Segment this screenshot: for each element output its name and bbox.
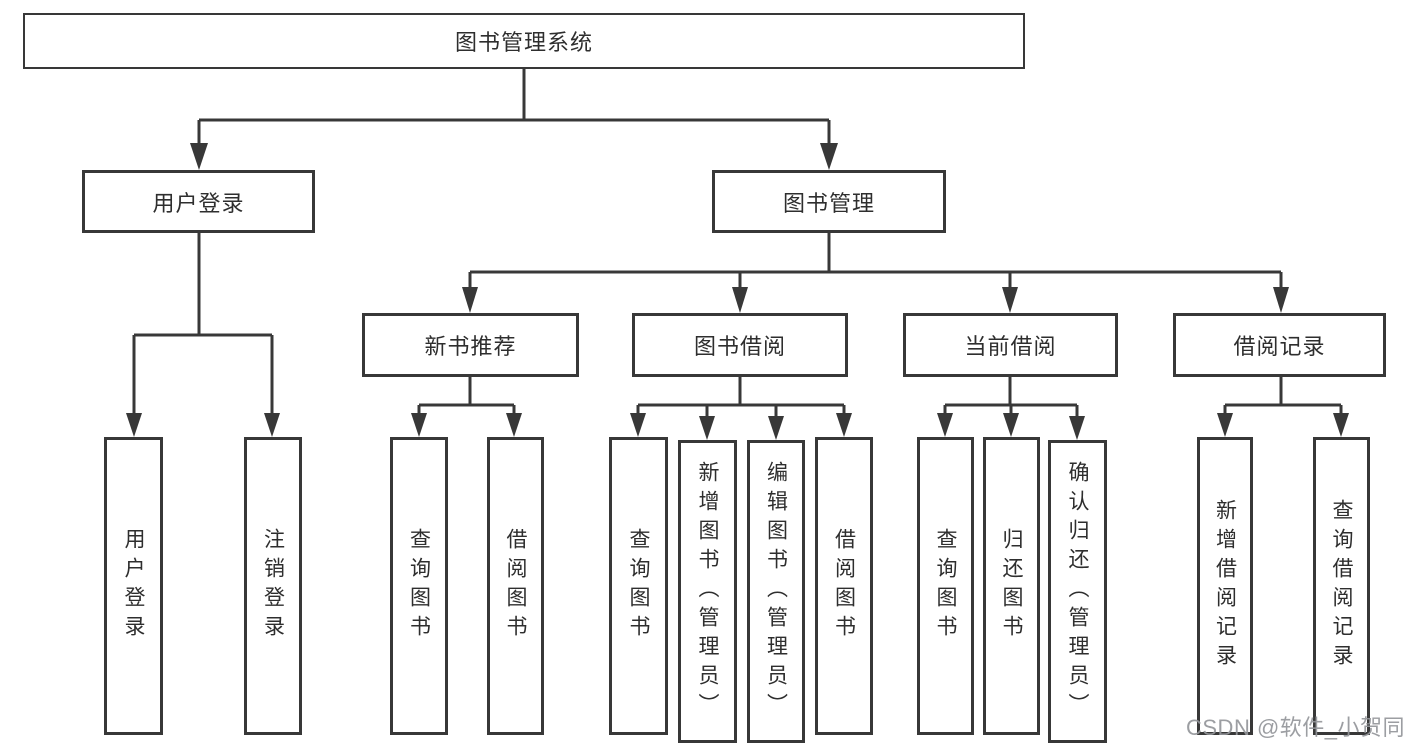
node-label: 借阅图书 <box>832 528 856 644</box>
node-label: 用户登录 <box>122 528 145 644</box>
node-label: 新增借阅记录 <box>1213 499 1237 673</box>
node-library-management-system: 图书管理系统 <box>23 13 1025 69</box>
node-borrowing-records: 借阅记录 <box>1173 313 1386 377</box>
leaf-edit-books-admin: 编辑图书（管理员） <box>747 440 805 743</box>
node-label: 查询图书 <box>934 528 957 644</box>
node-label: 查询借阅记录 <box>1330 499 1353 673</box>
leaf-query-books-recommendation: 查询图书 <box>390 437 448 735</box>
node-label: 查询图书 <box>627 528 650 644</box>
node-book-management: 图书管理 <box>712 170 946 233</box>
leaf-confirm-return-admin: 确认归还（管理员） <box>1048 440 1107 743</box>
leaf-query-books-borrowing: 查询图书 <box>609 437 668 735</box>
leaf-query-borrow-record: 查询借阅记录 <box>1313 437 1370 735</box>
csdn-watermark: CSDN @软件_小贺同学 <box>1186 715 1405 740</box>
leaf-add-borrow-record: 新增借阅记录 <box>1197 437 1253 735</box>
node-label: 注销登录 <box>261 528 285 644</box>
node-label: 图书管理系统 <box>454 30 593 55</box>
node-label: 编辑图书（管理员） <box>764 461 788 722</box>
node-label: 图书管理 <box>782 190 875 216</box>
node-label: 用户登录 <box>152 190 245 216</box>
node-label: 借阅记录 <box>1233 334 1326 359</box>
leaf-borrow-books-recommendation: 借阅图书 <box>487 437 544 735</box>
connector-edges <box>132 69 1343 418</box>
arrowhead-icons <box>126 143 1349 440</box>
leaf-query-books-current: 查询图书 <box>917 437 974 735</box>
leaf-logout: 注销登录 <box>244 437 302 735</box>
node-book-borrowing: 图书借阅 <box>632 313 848 377</box>
node-new-book-recommendation: 新书推荐 <box>362 313 579 377</box>
node-label: 新书推荐 <box>424 334 517 359</box>
leaf-return-books: 归还图书 <box>983 437 1040 735</box>
node-label: 确认归还（管理员） <box>1066 461 1089 722</box>
leaf-add-books-admin: 新增图书（管理员） <box>678 440 737 743</box>
node-label: 归还图书 <box>1000 528 1023 644</box>
node-label: 借阅图书 <box>504 528 527 644</box>
leaf-user-login: 用户登录 <box>104 437 163 735</box>
node-current-borrowing: 当前借阅 <box>903 313 1118 377</box>
node-label: 新增图书（管理员） <box>696 461 719 722</box>
leaf-borrow-books: 借阅图书 <box>815 437 873 735</box>
node-user-login: 用户登录 <box>82 170 315 233</box>
node-label: 查询图书 <box>407 528 431 644</box>
node-label: 当前借阅 <box>964 334 1057 359</box>
node-label: 图书借阅 <box>693 334 786 359</box>
